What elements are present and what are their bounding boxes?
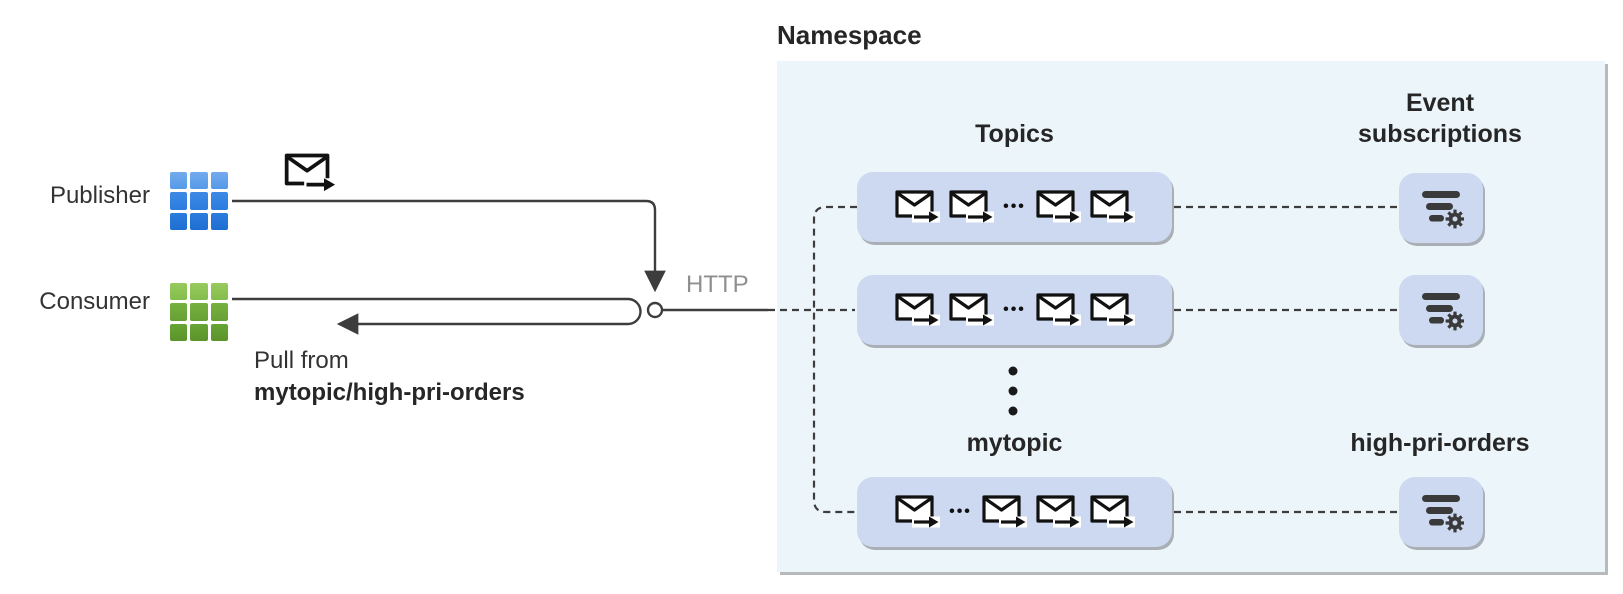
pull-from-caption: Pull from (254, 347, 349, 374)
topic-row-1: ••• (857, 172, 1172, 242)
event-subscription-2 (1399, 275, 1483, 345)
envelope-arrow-icon (1090, 190, 1135, 225)
envelope-arrow-icon (1036, 293, 1081, 328)
envelope-arrow-icon (949, 190, 995, 225)
envelope-arrow-icon (895, 293, 941, 328)
publisher-app-icon (170, 172, 228, 230)
event-subscription-filter-gear-icon (1422, 293, 1464, 331)
high-pri-orders-label: high-pri-orders (1350, 429, 1530, 457)
event-subscriptions-heading-line1: Event (1405, 89, 1475, 117)
envelope-arrow-icon (1090, 495, 1135, 530)
topic-row-mytopic: ••• (857, 477, 1172, 547)
envelope-arrow-icon (949, 293, 995, 328)
envelope-arrow-icon (1036, 495, 1081, 530)
more-events-ellipsis: ••• (1003, 301, 1026, 318)
more-events-ellipsis: ••• (949, 503, 972, 520)
event-subscription-filter-gear-icon (1422, 191, 1464, 229)
consumer-label: Consumer (39, 288, 150, 315)
http-label: HTTP (686, 271, 749, 298)
event-subscription-1 (1399, 173, 1483, 243)
pull-from-path: mytopic/high-pri-orders (254, 379, 525, 406)
event-subscription-filter-gear-icon (1422, 495, 1464, 533)
topics-heading: Topics (975, 120, 1054, 148)
envelope-arrow-icon (895, 190, 941, 225)
publisher-to-broker-arrow (232, 199, 666, 293)
envelope-arrow-icon (1036, 190, 1081, 225)
http-endpoint-circle (646, 301, 664, 319)
publisher-label: Publisher (49, 182, 150, 209)
consumer-app-icon (170, 283, 228, 341)
consumer-pull-arrow (232, 297, 642, 335)
envelope-arrow-icon (1090, 293, 1135, 328)
mytopic-label: mytopic (966, 429, 1063, 457)
event-subscriptions-heading: Event subscriptions (1330, 88, 1550, 150)
namespace-title: Namespace (777, 20, 922, 50)
event-message-icon (284, 153, 337, 193)
event-subscriptions-heading-line2: subscriptions (1358, 120, 1522, 148)
envelope-arrow-icon (982, 495, 1027, 530)
more-events-ellipsis: ••• (1003, 198, 1026, 215)
event-subscription-high-pri-orders (1399, 477, 1483, 547)
topic-row-2: ••• (857, 275, 1172, 345)
envelope-arrow-icon (895, 495, 941, 530)
